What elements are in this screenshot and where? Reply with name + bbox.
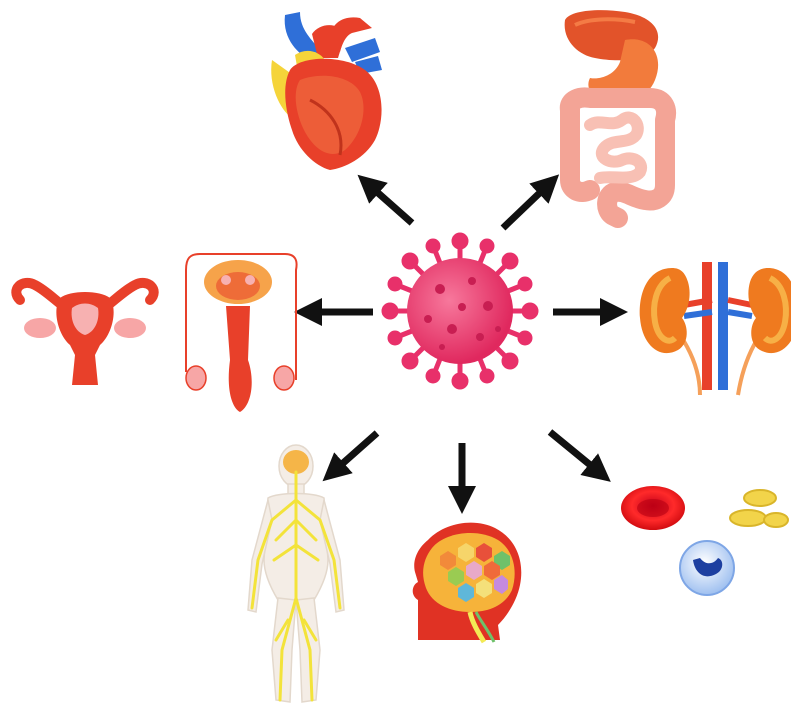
male-reproductive-icon [186,254,297,412]
heart-icon [271,12,382,170]
reproductive-organs-icon [16,254,296,412]
uterus-icon [16,283,153,385]
digestive-system-icon [565,10,666,218]
nervous-system-icon [248,445,344,702]
blood-cells-icon [621,486,788,595]
arrow-to-heart [368,184,412,223]
coronavirus-icon [384,235,536,387]
arrow-to-nervous [333,433,377,472]
kidneys-icon [640,262,791,395]
arrow-to-digestive [503,184,549,228]
brain-icon [413,523,522,642]
arrow-to-blood [550,432,600,473]
